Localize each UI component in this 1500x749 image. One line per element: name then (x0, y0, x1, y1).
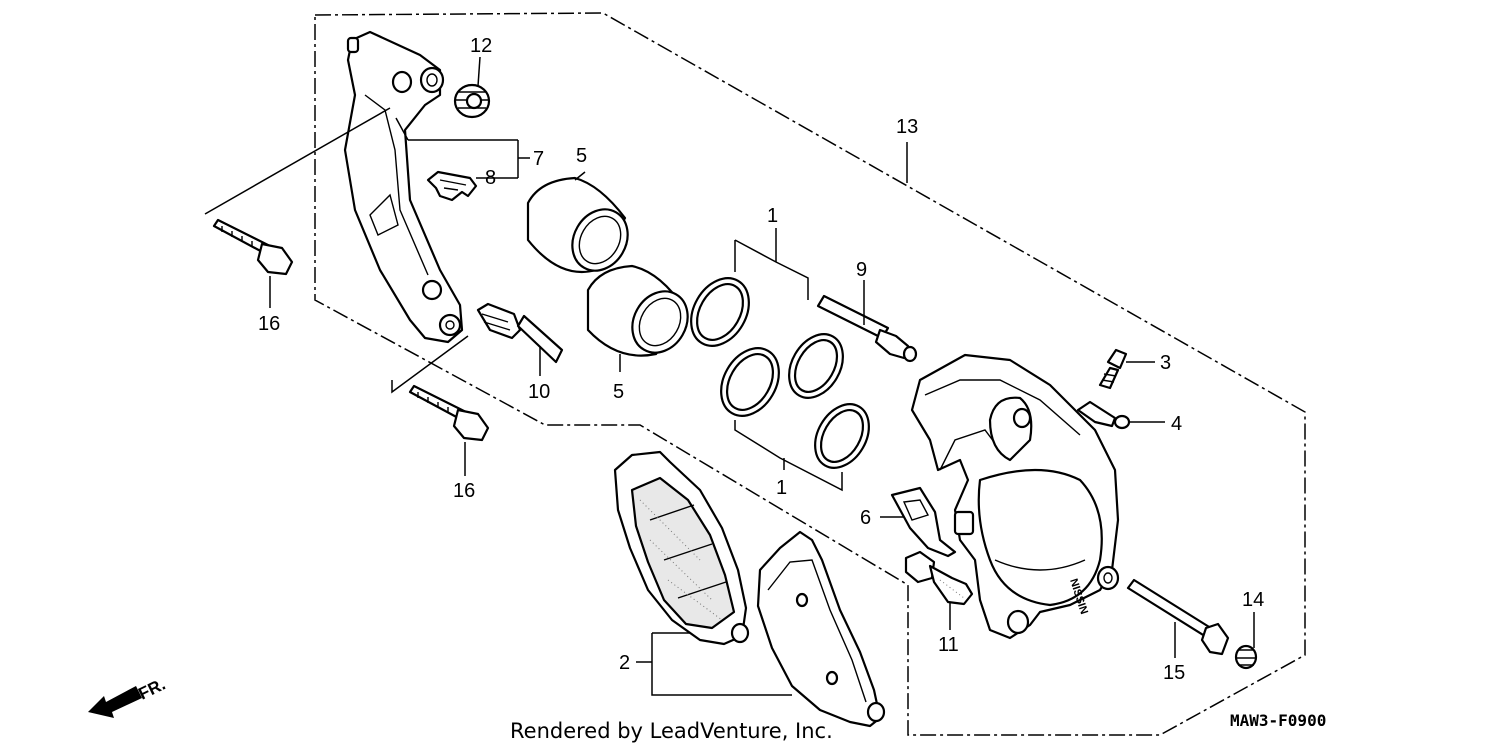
callout-5-lower: 5 (613, 381, 624, 403)
callout-2: 2 (619, 652, 630, 674)
callout-13: 13 (896, 116, 918, 138)
mounting-bolt-lower[interactable] (408, 384, 490, 442)
bleeder-screw[interactable] (1098, 348, 1128, 390)
callout-1-upper: 1 (767, 205, 778, 227)
brake-pad-inner[interactable] (613, 450, 750, 646)
mounting-bolt-upper[interactable] (212, 218, 294, 276)
callout-12: 12 (470, 35, 492, 57)
diagram-code: MAW3-F0900 (1230, 711, 1326, 730)
callout-5-upper: 5 (576, 145, 587, 167)
leader-lines (204, 56, 1255, 696)
front-label: FR. (135, 675, 168, 704)
callout-6: 6 (860, 507, 871, 529)
pin-boot[interactable] (1234, 644, 1258, 670)
callout-9: 9 (856, 259, 867, 281)
piston-upper[interactable] (526, 176, 639, 281)
callout-14: 14 (1242, 589, 1264, 611)
callout-16-upper: 16 (258, 313, 280, 335)
bracket-boot[interactable] (453, 83, 491, 119)
callout-labels: 12 7 8 5 13 1 9 3 4 16 10 5 16 1 6 11 14… (258, 35, 1264, 684)
slide-pin-upper[interactable] (816, 294, 918, 363)
callout-4: 4 (1171, 413, 1182, 435)
callout-8: 8 (485, 167, 496, 189)
callout-15: 15 (1163, 662, 1185, 684)
pad-retainer[interactable] (890, 486, 957, 558)
callout-10: 10 (528, 381, 550, 403)
bleeder-cap[interactable] (1076, 400, 1131, 430)
caliper-bracket[interactable] (343, 30, 464, 344)
callout-3: 3 (1160, 352, 1171, 374)
assembly-outline (314, 12, 1306, 736)
callout-1-lower: 1 (776, 477, 787, 499)
front-direction-marker: FR. (88, 675, 168, 718)
piston-lower[interactable] (586, 264, 699, 363)
callout-11: 11 (938, 634, 959, 656)
pin-bolt[interactable] (904, 550, 974, 606)
slide-pin-lower[interactable] (476, 302, 564, 364)
front-arrow-icon (88, 686, 142, 718)
caliper-body[interactable]: NISSIN (910, 353, 1120, 640)
pad-spring[interactable] (426, 170, 478, 202)
brake-pad-outer[interactable] (756, 530, 886, 728)
callout-16-lower: 16 (453, 480, 475, 502)
callout-7: 7 (533, 148, 544, 170)
render-credit: Rendered by LeadVenture, Inc. (510, 719, 833, 743)
slide-pin-long[interactable] (1126, 578, 1230, 656)
piston-seal-1[interactable] (679, 268, 760, 356)
piston-seal-2[interactable] (778, 325, 854, 408)
piston-seal-4[interactable] (804, 395, 880, 478)
piston-seal-3[interactable] (709, 338, 790, 426)
